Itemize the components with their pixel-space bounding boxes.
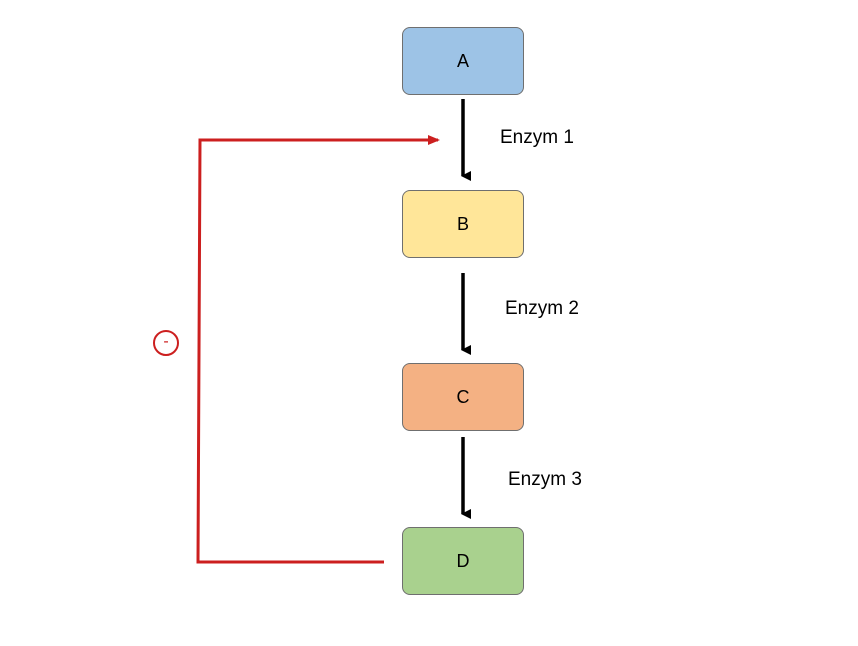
node-b-label: B [456,213,469,234]
enzyme-2-label: Enzym 2 [505,298,579,319]
feedback-inhibition-line [196,135,440,564]
node-d: D [402,527,524,595]
node-c-label: C [456,386,470,407]
node-c: C [402,363,524,431]
enzyme-3-label: Enzym 3 [508,469,582,490]
enzyme-1-label: Enzym 1 [500,127,574,148]
node-a-label: A [456,50,469,71]
inhibition-minus-icon: - [153,330,179,356]
node-a: A [402,27,524,95]
node-b: B [402,190,524,258]
node-d-label: D [456,550,470,571]
inhibition-symbol: - [163,333,169,350]
